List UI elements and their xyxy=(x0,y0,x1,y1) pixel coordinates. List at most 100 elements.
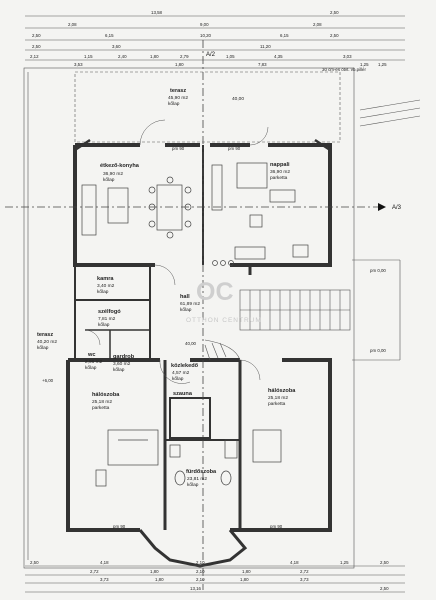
dim-label: 2,50 xyxy=(330,10,339,15)
room-name: kamra xyxy=(97,276,114,282)
dim-label: 13,58 xyxy=(151,10,163,15)
dim-label: 2,10 xyxy=(196,577,205,582)
room-floor: kőlap xyxy=(98,322,110,328)
level-label: 40,00 xyxy=(185,341,197,346)
dim-label: 1,05 xyxy=(226,54,235,59)
dim-label: 6,15 xyxy=(280,33,289,38)
dim-label: 1,80 xyxy=(175,62,184,67)
room-szauna: szauna xyxy=(173,391,193,397)
room-wc: wc 2,96 m2 kőlap xyxy=(85,352,103,371)
room-name: fürdőszoba xyxy=(186,469,217,475)
dim-label: 2,08 xyxy=(313,22,322,27)
room-name: közlekedő xyxy=(171,363,199,369)
dim-label: 1,80 xyxy=(240,577,249,582)
dim-label: 1,15 xyxy=(84,54,93,59)
bedroom-furniture xyxy=(95,429,282,487)
room-level: 40,00 xyxy=(232,96,244,102)
dim-label: 3,53 xyxy=(74,62,83,67)
level-label: pm 90 xyxy=(270,524,283,529)
site-outline xyxy=(23,67,421,569)
room-etkezo: étkező-konyha 36,90 m2 kőlap xyxy=(100,163,140,183)
level-marks: pm 90 pm 90 pm 0,00 pm 0,00 +6,00 40,00 … xyxy=(42,146,386,529)
room-area: 25,18 m2 xyxy=(92,399,112,405)
room-floor: parketta xyxy=(270,175,288,181)
section-label-a3: A/3 xyxy=(392,205,402,211)
room-area: 7,81 m2 xyxy=(98,316,116,322)
dim-label: 4,18 xyxy=(290,560,299,565)
room-name: terasz xyxy=(170,88,186,94)
room-floor: parketta xyxy=(92,405,110,411)
dim-label: 1,25 xyxy=(378,62,387,67)
room-hall: hall 61,89 m2 kőlap xyxy=(180,294,200,313)
section-label-a2: A/2 xyxy=(206,52,216,58)
dim-label: 2,12 xyxy=(30,54,39,59)
dimensions-top-text: 13,58 2,08 9,00 2,08 2,50 2,50 6,15 10,2… xyxy=(30,10,387,72)
room-area: 45,90 m2 xyxy=(168,95,188,101)
room-name: hall xyxy=(180,294,190,300)
room-name: étkező-konyha xyxy=(100,163,140,169)
dimensions-top xyxy=(25,15,405,61)
room-floor: kőlap xyxy=(113,367,125,373)
level-label: pm 0,00 xyxy=(370,348,386,353)
room-furdo: fürdőszoba 23,81 m2 kőlap xyxy=(186,469,217,488)
dim-label: 13,16 xyxy=(190,586,202,591)
dim-label: 1,25 xyxy=(360,62,369,67)
dim-label: 2,50 xyxy=(30,560,39,565)
living-furniture xyxy=(211,162,309,266)
room-area: 3,60 m2 xyxy=(113,361,131,367)
room-kozlekedo: közlekedő 4,57 m2 kőlap xyxy=(171,363,199,382)
room-terasz-top: terasz 45,90 m2 kőlap 40,00 xyxy=(168,88,244,107)
dim-label: 2,40 xyxy=(118,54,127,59)
room-area: 25,18 m2 xyxy=(268,395,288,401)
room-floor: kőlap xyxy=(180,307,192,313)
dim-label: 4,35 xyxy=(274,54,283,59)
room-floor: kőlap xyxy=(172,376,184,382)
dim-label: 3,73 xyxy=(100,577,109,582)
room-kamra: kamra 3,40 m2 kőlap xyxy=(97,276,115,295)
level-label: pm 90 xyxy=(228,146,241,151)
level-label: pm 90 xyxy=(113,524,126,529)
dim-label: 3,60 xyxy=(112,44,121,49)
room-floor: kőlap xyxy=(85,365,97,371)
hall-stairs xyxy=(204,289,351,361)
room-name: gardrob xyxy=(113,354,135,360)
dim-label: 11,20 xyxy=(260,44,271,49)
room-floor: parketta xyxy=(268,401,286,407)
room-floor: kőlap xyxy=(187,482,199,488)
bath-fixtures xyxy=(169,439,238,486)
room-floor: kőlap xyxy=(37,345,49,351)
watermark-logo: OC xyxy=(196,278,234,306)
room-name: hálószoba xyxy=(92,392,120,398)
dining-furniture xyxy=(81,176,192,239)
room-area: 23,81 m2 xyxy=(187,476,207,482)
section-markers: A/3 A/2 xyxy=(206,52,402,211)
room-area: 36,90 m2 xyxy=(270,169,290,175)
room-labels: terasz 45,90 m2 kőlap 40,00 étkező-konyh… xyxy=(37,88,296,488)
room-area: 4,57 m2 xyxy=(172,370,190,376)
dim-label: 1,25 xyxy=(340,560,349,565)
dim-label: 2,10 xyxy=(196,569,205,574)
dimensions-bottom-text: 2,50 4,18 2,10 4,18 1,25 2,50 2,72 1,80 … xyxy=(30,560,389,591)
room-halo1: hálószoba 25,18 m2 parketta xyxy=(92,392,120,411)
room-area: 40,20 m2 xyxy=(37,339,57,345)
dim-label: 2,72 xyxy=(90,569,99,574)
room-name: terasz xyxy=(37,332,53,338)
dim-label: 2,79 xyxy=(180,54,189,59)
level-label: +6,00 xyxy=(42,378,54,383)
dim-label: 1,80 xyxy=(150,569,159,574)
room-area: 2,96 m2 xyxy=(85,359,103,365)
dim-label: 9,00 xyxy=(200,22,209,27)
dim-label: 2,50 xyxy=(330,33,339,38)
room-area: 61,89 m2 xyxy=(180,301,200,307)
dim-label: 2,72 xyxy=(300,569,309,574)
room-halo2: hálószoba 25,18 m2 parketta xyxy=(268,388,296,407)
room-name: szélfogó xyxy=(98,309,121,315)
watermark-text: OTTHON CENTRUM xyxy=(186,317,262,324)
level-label: pm 0,00 xyxy=(370,268,386,273)
dim-label: 2,10 xyxy=(196,560,205,565)
dim-label: 4,18 xyxy=(100,560,109,565)
dim-label: 10,20 xyxy=(200,33,212,38)
dimensions-bottom xyxy=(25,565,405,593)
dim-label: 1,80 xyxy=(155,577,164,582)
